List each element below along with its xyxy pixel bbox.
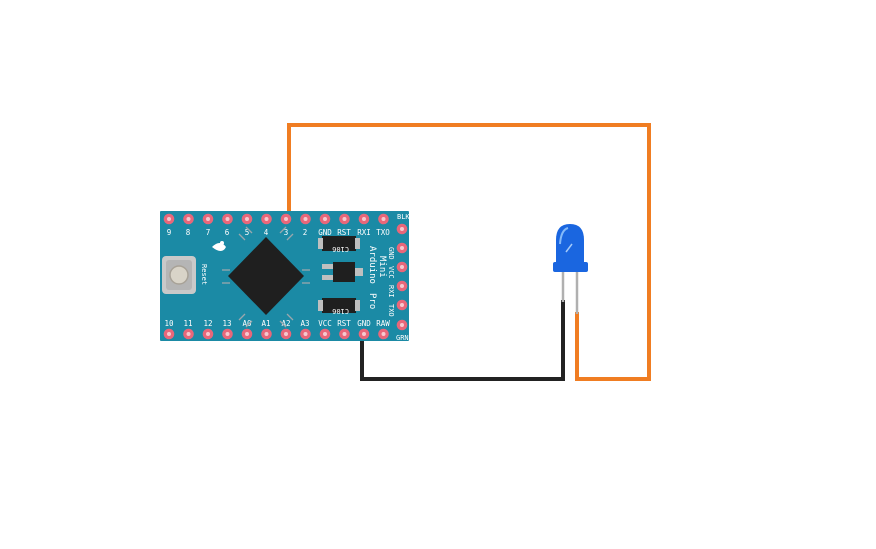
- voltage-regulator: [322, 262, 363, 282]
- microcontroller-chip: [222, 226, 310, 328]
- capacitor-1: [318, 236, 360, 251]
- pin-label: TXO: [376, 228, 390, 237]
- pin-hole: [400, 303, 404, 307]
- pin-label: RST: [337, 228, 351, 237]
- capacitor-2-label: C106: [332, 307, 349, 315]
- pin-hole: [225, 217, 230, 221]
- pin-hole: [264, 217, 269, 221]
- pin-label: GND: [318, 228, 332, 237]
- pin-hole: [342, 217, 347, 221]
- bottom-pin-labels: 10 11 12 13 A0 A1 A2 A3 VCC RST GND RAW: [164, 319, 390, 328]
- pin-label: GND: [387, 247, 395, 260]
- pin-label: A0: [242, 319, 252, 328]
- capacitor-2: [318, 298, 360, 313]
- pin-label: TXO: [387, 304, 395, 317]
- pin-label: A2: [281, 319, 290, 328]
- pin-label: 2: [303, 228, 308, 237]
- pin-hole: [400, 284, 404, 288]
- pin-label: RXI: [357, 228, 371, 237]
- pin-hole: [400, 265, 404, 269]
- capacitor-1-label: C106: [332, 245, 349, 253]
- pin-hole: [342, 332, 347, 336]
- right-pin-labels: GND VCC RXI TXO: [387, 247, 395, 317]
- pin-hole: [381, 217, 386, 221]
- pin-hole: [206, 332, 210, 336]
- pin-label: 6: [225, 228, 230, 237]
- pin-hole: [284, 217, 288, 221]
- brand-text: Arduino Mini Pro: [367, 246, 387, 309]
- logo-icon: [212, 241, 226, 251]
- pin-hole: [303, 332, 308, 336]
- pin-label: 10: [164, 319, 174, 328]
- right-pin-pads: [396, 223, 408, 331]
- pin-label: 4: [264, 228, 269, 237]
- pin-label: 5: [245, 228, 250, 237]
- pin-label: VCC: [318, 319, 332, 328]
- top-pin-labels: 9 8 7 6 5 4 3 2 GND RST RXI TXO: [167, 228, 391, 237]
- pin-hole: [167, 332, 171, 336]
- blue-led: [553, 224, 588, 314]
- black-wire: [360, 300, 565, 381]
- brand-line: Mini: [377, 256, 387, 278]
- blk-label: BLK: [397, 213, 410, 221]
- pin-hole: [245, 332, 249, 336]
- orange-wire: [287, 123, 651, 381]
- top-pin-pads: [163, 213, 389, 225]
- pin-label: 3: [284, 228, 289, 237]
- pin-hole: [303, 217, 308, 221]
- pin-hole: [186, 217, 191, 221]
- bottom-pin-pads: [163, 328, 389, 340]
- pin-label: RXI: [387, 285, 395, 298]
- pin-hole: [225, 332, 230, 336]
- pin-hole: [362, 332, 366, 336]
- pin-hole: [381, 332, 386, 336]
- brand-line: Pro: [367, 293, 377, 309]
- grn-label: GRN: [396, 334, 409, 342]
- pin-label: 7: [206, 228, 211, 237]
- pin-hole: [245, 217, 249, 221]
- pin-hole: [323, 217, 327, 221]
- led-rim: [553, 262, 588, 272]
- pin-hole: [167, 217, 171, 221]
- pin-label: GND: [357, 319, 371, 328]
- pin-label: 11: [183, 319, 192, 328]
- pin-hole: [362, 217, 366, 221]
- pin-label: VCC: [387, 266, 395, 279]
- pin-label: 8: [186, 228, 191, 237]
- arduino-pro-mini-board: 9 8 7 6 5 4 3 2 GND RST RXI TXO 10 11 12…: [160, 211, 410, 342]
- pin-label: RAW: [376, 319, 390, 328]
- pin-label: 9: [167, 228, 172, 237]
- pin-hole: [400, 227, 404, 231]
- pin-label: 13: [222, 319, 231, 328]
- pin-hole: [323, 332, 327, 336]
- brand-line: Arduino: [367, 246, 377, 284]
- reset-label: Reset: [200, 264, 208, 285]
- reset-button: [162, 256, 196, 294]
- pin-hole: [400, 323, 404, 327]
- pin-label: RST: [337, 319, 351, 328]
- pin-hole: [264, 332, 269, 336]
- pin-label: 12: [203, 319, 212, 328]
- pin-label: A1: [261, 319, 270, 328]
- pin-hole: [186, 332, 191, 336]
- pin-hole: [284, 332, 288, 336]
- pin-label: A3: [300, 319, 309, 328]
- pin-hole: [400, 246, 404, 250]
- pin-hole: [206, 217, 210, 221]
